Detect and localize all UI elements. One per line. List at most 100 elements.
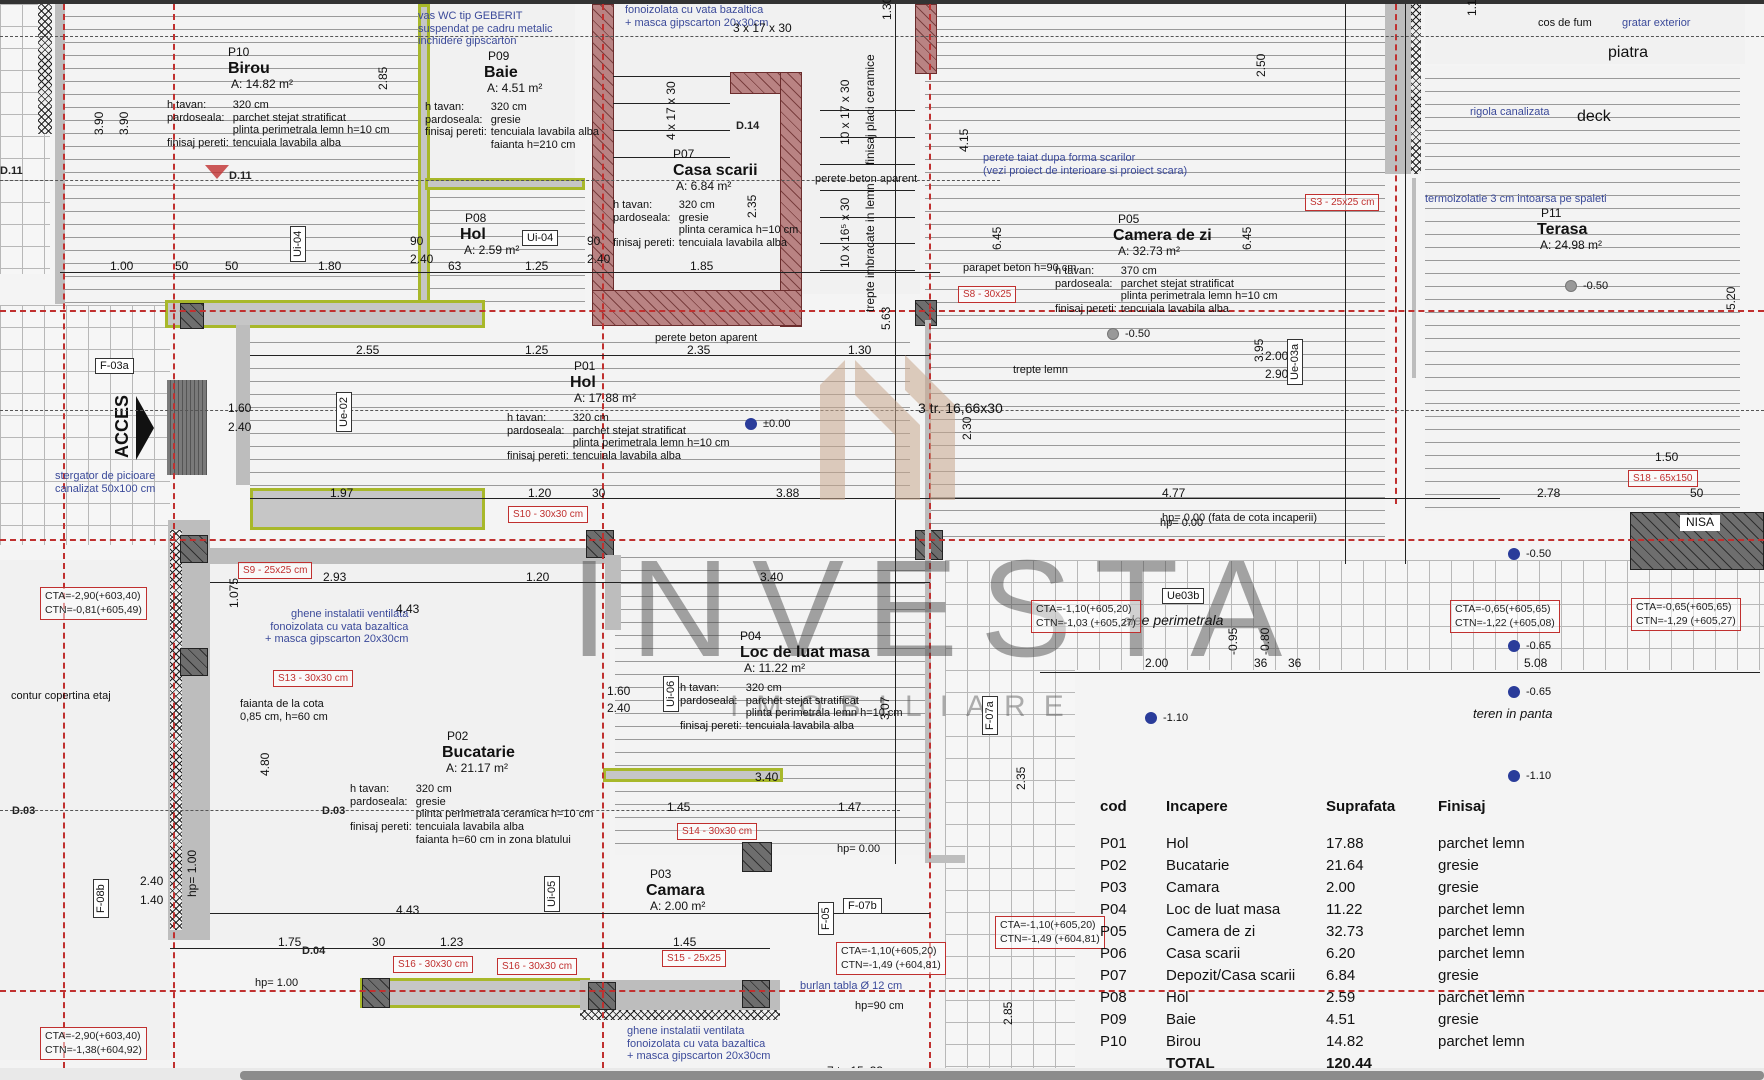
dimension-vertical: 2.30	[960, 416, 974, 440]
column-s10	[586, 530, 614, 558]
room-area: A: 2.00 m²	[650, 899, 706, 914]
dimension-vertical: 5.20	[1724, 286, 1738, 310]
room-loc-de-luat-masa: P04 Loc de luat masa A: 11.22 m²	[740, 629, 870, 676]
floor-hol-p08	[425, 185, 585, 305]
note-line: canalizat 50x100 cm	[55, 482, 156, 495]
dimension: 2.40	[228, 420, 252, 434]
dimension: 30	[372, 935, 386, 949]
spec-value: parchet stejat stratificat	[745, 694, 859, 707]
dimension-vertical: 2.85	[376, 66, 390, 90]
table-row: P10 Birou 14.82 parchet lemn	[1100, 1030, 1598, 1052]
axis-line-h2	[0, 539, 1764, 541]
label-cos-de-fum: cos de fum	[1538, 17, 1592, 29]
section-marker-d04: D.04	[302, 945, 325, 957]
cell-cod: P05	[1100, 922, 1127, 940]
cell-finisaj: parchet lemn	[1438, 834, 1525, 852]
cta-line: CTA=-2,90(+603,40)	[45, 1030, 141, 1042]
axis-line-v1	[63, 4, 65, 1068]
dimension: 1.30	[848, 343, 872, 357]
section-label: D.11	[229, 170, 252, 182]
tag-s13: S13 - 30x30 cm	[273, 670, 354, 687]
level-value: -0.50	[1583, 280, 1609, 292]
tag-s3: S3 - 25x25 cm	[1305, 194, 1380, 211]
cell-suprafata: 14.82	[1326, 1032, 1364, 1050]
terrain-slope	[1075, 680, 1764, 1068]
level-marker-icon	[745, 418, 757, 431]
wc-note: vas WC tip GEBERIT suspendat pe cadru me…	[418, 10, 553, 48]
spec-value: parchet stejat stratificat	[232, 111, 346, 124]
dimension-vertical: 4.80	[258, 752, 272, 776]
cell-cod: P10	[1100, 1032, 1127, 1050]
cta-line: CTA=-1,10(+605,20)	[841, 945, 937, 957]
insulation-bucatarie-west	[170, 530, 182, 930]
horizontal-scrollbar-thumb[interactable]	[240, 1071, 1764, 1080]
room-code: P07	[673, 147, 695, 161]
opening-ui04a: Ui-04	[290, 225, 306, 262]
insulation-terasa	[1411, 4, 1421, 174]
ctn-line: CTN=-1,49 (+604,81)	[1000, 932, 1100, 945]
room-spec-camera-de-zi: h tavan:370 cm pardoseala:parchet stejat…	[1055, 265, 1282, 316]
dimension: 3.40	[755, 770, 779, 784]
stair-tread	[613, 76, 730, 77]
dimension: 2.55	[356, 343, 380, 357]
cell-incapere: Birou	[1166, 1032, 1202, 1050]
dimension: 3.40	[760, 570, 784, 584]
label-contur-copertina: contur copertina etaj	[11, 690, 111, 702]
spec-value: plinta perimetrala lemn h=10 cm	[232, 124, 390, 137]
dimension: 1.50	[1655, 450, 1679, 464]
dimension: 1.60	[228, 401, 252, 415]
wall-camara-north	[603, 768, 783, 782]
floor-casa-scarii	[600, 4, 920, 294]
ctn-line: CTN=-1,29 (+605,27)	[1636, 614, 1736, 627]
wall-bucatarie-south	[360, 978, 590, 1008]
centerline-top	[0, 36, 1764, 37]
cta-line: CTA=-0,65(+605,65)	[1636, 601, 1732, 613]
room-name: Terasa	[1537, 220, 1588, 238]
note-line: (vezi proiect de interioare si proiect s…	[983, 164, 1188, 177]
room-name: Baie	[484, 63, 518, 81]
wall-loc-masa-west	[605, 555, 621, 630]
insulation-west	[38, 4, 52, 134]
spec-value: 320 cm	[415, 783, 452, 795]
level-marker-icon	[1107, 328, 1119, 341]
spec-value: plinta perimetrala ceramica h=10 cm	[415, 808, 594, 821]
room-area: A: 17.88 m²	[574, 391, 637, 406]
cell-suprafata: 6.20	[1326, 944, 1356, 962]
opening-f05: F-05	[818, 902, 834, 935]
spec-value: faianta h=210 cm	[490, 138, 576, 151]
dimension: 2.93	[323, 570, 347, 584]
dim-line-4	[210, 582, 930, 583]
dimension: 4.43	[396, 903, 420, 917]
hp-label: hp= 0.00	[1160, 517, 1204, 529]
level-marker: -0.50	[1508, 548, 1551, 561]
dimension-vertical: 3.90	[92, 111, 106, 135]
room-name: Birou	[228, 59, 270, 77]
dimension-vertical: 1.075	[227, 577, 241, 608]
cell-cod: P07	[1100, 966, 1127, 984]
spec-label: pardoseala:	[1055, 277, 1113, 290]
col-header-suprafata: Suprafata	[1326, 797, 1396, 815]
opening-ue03a: Ue-03a	[1287, 338, 1303, 385]
investa-logo-icon	[820, 355, 955, 500]
opening-f07a: F-07a	[982, 696, 998, 735]
room-name: Camara	[646, 881, 705, 899]
label-perete-taiat: perete taiat dupa forma scarilor (vezi p…	[983, 152, 1187, 177]
spec-value: tencuiala lavabila alba	[415, 820, 525, 833]
cell-finisaj: parchet lemn	[1438, 1032, 1525, 1050]
stair-tread	[820, 164, 915, 165]
room-baie: P09 Baie A: 4.51 m²	[484, 49, 542, 96]
dimension: 30	[592, 486, 606, 500]
level-marker-icon	[1145, 712, 1157, 725]
label-teren: teren in panta	[1473, 706, 1553, 721]
room-spec-bucatarie: h tavan:320 cm pardoseala:gresie plinta …	[350, 783, 597, 846]
cell-incapere: Camera de zi	[1166, 922, 1256, 940]
cell-suprafata: 2.00	[1326, 878, 1356, 896]
cell-suprafata: 4.51	[1326, 1010, 1356, 1028]
axis-line-v4	[929, 4, 931, 1068]
room-code: P04	[740, 629, 762, 643]
